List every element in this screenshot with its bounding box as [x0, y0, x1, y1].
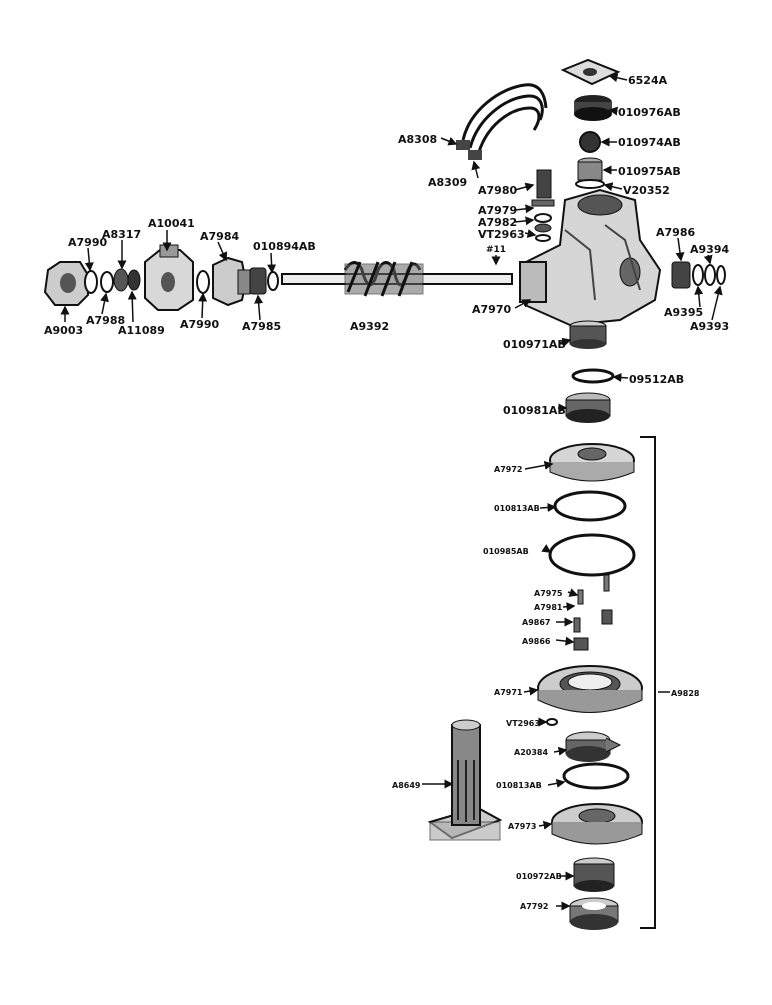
label-A7988: A7988	[86, 314, 125, 327]
part-gasket-b	[196, 270, 210, 294]
label-A7985: A7985	[242, 320, 281, 333]
label-A8309: A8309	[428, 176, 467, 189]
label-010976AB: 010976AB	[618, 106, 681, 119]
label-010985AB: 010985AB	[483, 547, 529, 556]
label-A7982: A7982	[478, 216, 517, 229]
part-housing-a7971	[537, 665, 643, 713]
part-bottom-flange-a7973	[551, 803, 643, 845]
part-ball	[579, 131, 601, 153]
label-A9828: A9828	[671, 689, 700, 698]
label-09512AB: 09512AB	[629, 373, 684, 386]
label-A7973: A7973	[508, 822, 536, 831]
label-A9395: A9395	[664, 306, 703, 319]
label-A7980: A7980	[478, 184, 517, 197]
label-A7986: A7986	[656, 226, 695, 239]
label-A7990-right: A7990	[180, 318, 219, 331]
label-A7975: A7975	[534, 589, 563, 598]
label-A9003: A9003	[44, 324, 83, 337]
label-A7984: A7984	[200, 230, 239, 243]
label-A9393: A9393	[690, 320, 729, 333]
label-A8308: A8308	[398, 133, 437, 146]
part-oil-tubes	[461, 83, 548, 156]
label-010975AB: 010975AB	[618, 165, 681, 178]
part-sleeve	[575, 157, 605, 189]
label-VT2963-upper: VT2963	[478, 228, 525, 241]
part-nut	[113, 268, 129, 292]
label-010813AB-upper: 010813AB	[494, 504, 540, 513]
part-bearing-upper	[569, 320, 607, 349]
part-washer	[127, 269, 141, 291]
label-A7971: A7971	[494, 688, 523, 697]
part-cover-plate	[560, 58, 621, 86]
label-A8649: A8649	[392, 781, 421, 790]
label-010972AB: 010972AB	[516, 872, 562, 881]
part-cap	[574, 95, 612, 121]
label-A20384: A20384	[514, 748, 548, 757]
part-oring-a	[553, 490, 627, 522]
part-oring-large	[548, 533, 636, 577]
leader-lines	[60, 73, 723, 911]
part-ring-09512	[571, 368, 615, 384]
assembly-bracket	[640, 436, 656, 929]
label-A11089: A11089	[118, 324, 165, 337]
label-A9867: A9867	[522, 618, 550, 627]
label-A9392: A9392	[350, 320, 389, 333]
part-bearing-left	[249, 267, 267, 295]
label-A10041: A10041	[148, 217, 195, 230]
part-gear-housing	[518, 188, 662, 327]
label-010971AB: 010971AB	[503, 338, 566, 351]
label-hash-11: #11	[486, 245, 506, 255]
part-worm-shaft	[281, 261, 513, 297]
label-A9394: A9394	[690, 243, 729, 256]
part-right-bearing	[671, 261, 726, 289]
part-gasket-a	[84, 270, 98, 294]
label-A7972: A7972	[494, 465, 522, 474]
label-V20352: V20352	[623, 184, 670, 197]
label-6524A: 6524A	[628, 74, 668, 87]
part-oring-b	[562, 762, 630, 790]
part-valve-stack	[531, 169, 555, 242]
part-center-housing	[144, 244, 194, 311]
part-ring-a	[100, 271, 114, 293]
label-A7792: A7792	[520, 902, 548, 911]
label-010974AB: 010974AB	[618, 136, 681, 149]
part-flange-cap	[212, 256, 251, 307]
part-bearing-lower	[573, 857, 615, 892]
part-tube-fitting	[456, 140, 470, 150]
part-top-cover-a7972	[549, 443, 635, 482]
label-A8317: A8317	[102, 228, 141, 241]
part-oring-small	[546, 718, 558, 726]
part-tube-fitting-2	[468, 150, 482, 160]
label-A7990-left: A7990	[68, 236, 107, 249]
label-010894AB: 010894AB	[253, 240, 316, 253]
part-seal-a7792	[569, 897, 619, 930]
label-010981AB: 010981AB	[503, 404, 566, 417]
part-pins-keys	[573, 574, 613, 651]
label-A7981: A7981	[534, 603, 563, 612]
part-vertical-shaft	[427, 719, 503, 841]
part-seal-left	[267, 271, 279, 291]
part-gear-ring	[565, 392, 611, 423]
part-end-cover	[43, 261, 89, 306]
part-gear-a20384	[565, 731, 622, 762]
label-A7979: A7979	[478, 204, 517, 217]
label-010813AB-lower: 010813AB	[496, 781, 542, 790]
label-A7970: A7970	[472, 303, 511, 316]
label-VT2963-lower: VT2963	[506, 719, 540, 728]
label-A9866: A9866	[522, 637, 551, 646]
